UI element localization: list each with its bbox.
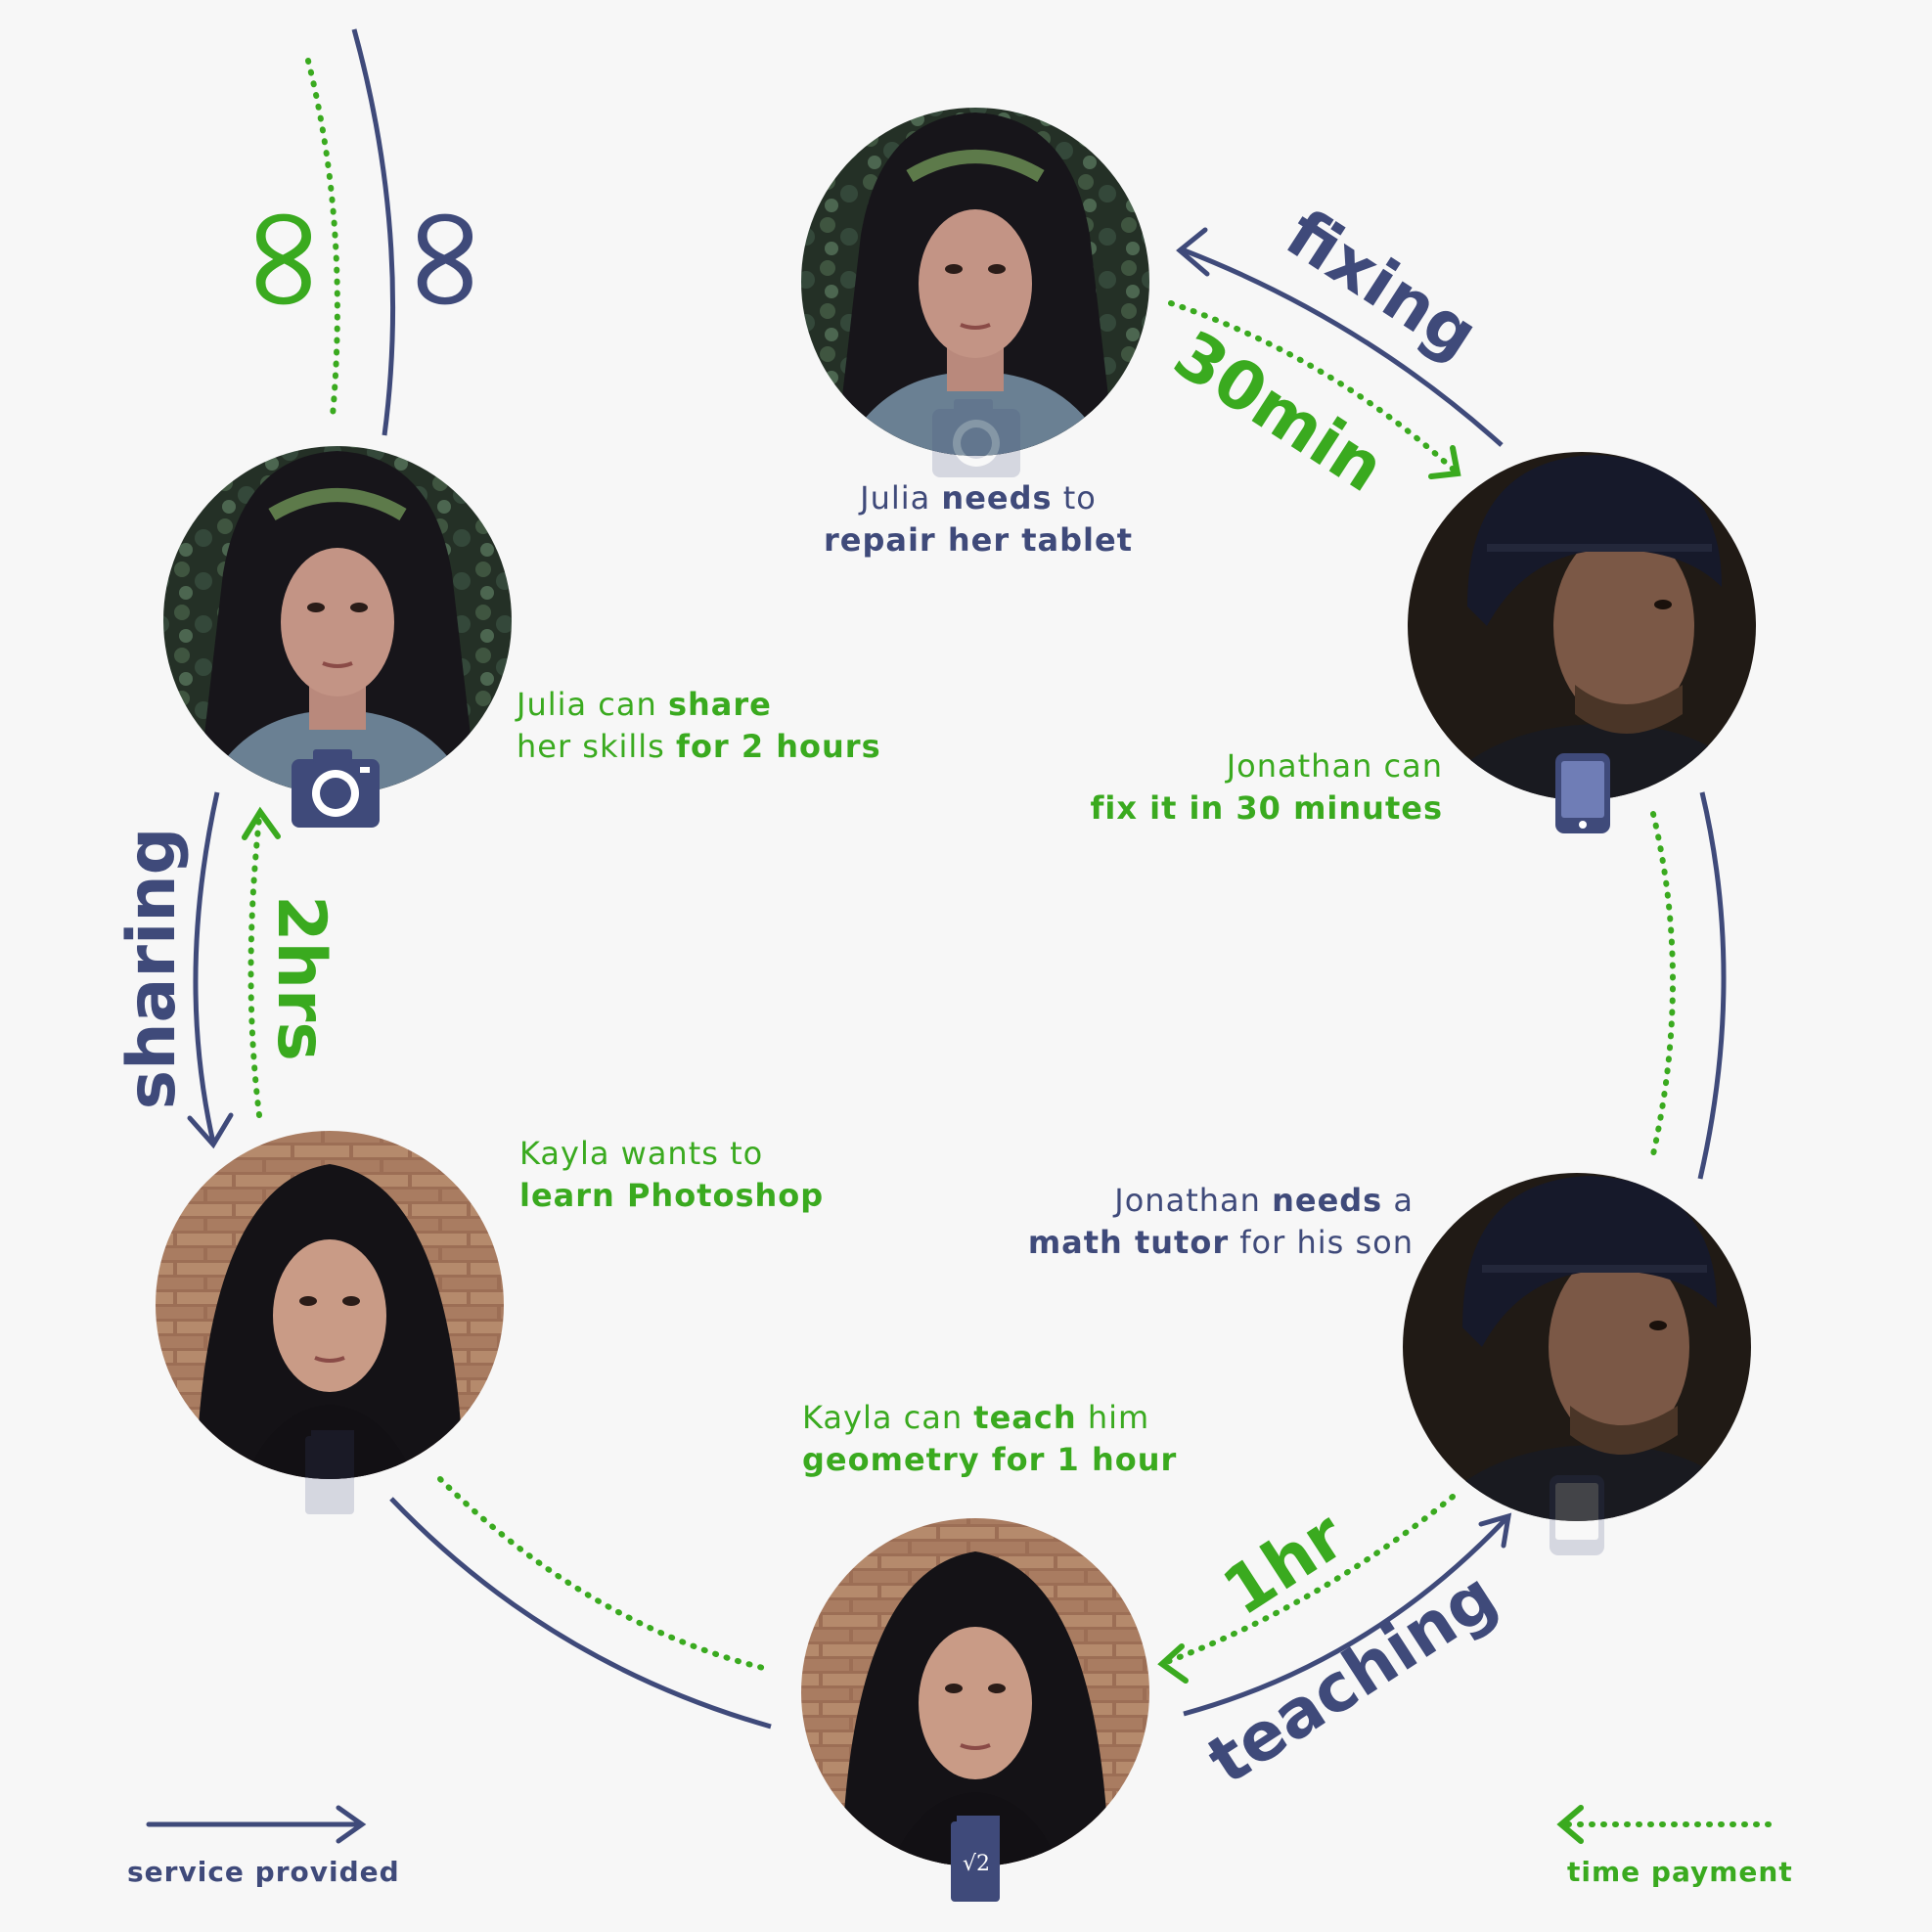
arrowhead-30min [1428,445,1461,479]
legend-service-label: service provided [127,1856,400,1888]
tablet-icon [1555,753,1610,833]
payment-arc-bottom-left [437,1476,766,1671]
kayla-teach-task: geometry for 1 hour [802,1441,1178,1478]
camera-icon [292,749,380,828]
service-arc-teaching [1183,1516,1508,1717]
kayla-wants-name: Kayla wants to [519,1135,764,1172]
arrowhead-sharing [187,1112,234,1149]
jonathan-photo-low [1403,1173,1751,1521]
math-book-icon [305,1430,354,1514]
arrowhead-1hr [1157,1643,1189,1684]
30min-label: 30min [1160,316,1397,507]
svg-text:√2: √2 [963,1852,990,1876]
payment-arc-30min [1168,300,1459,474]
kayla-teach-verb: teach [973,1399,1077,1436]
service-arc-right [1697,791,1727,1180]
julia-needs-task: repair her tablet [823,521,1134,559]
jonathan-needs-task: math tutor [1027,1224,1230,1261]
math-book-icon: √2 [951,1816,1000,1902]
service-arc-fixing [1181,247,1504,447]
infinity-navy-label: ∞ [366,199,536,321]
camera-icon [932,399,1020,477]
service-arc-infinity [351,28,396,436]
jonathan-needs-a: a [1382,1182,1414,1219]
julia-share-verb: share [667,686,772,723]
arrowhead-fixing [1176,227,1210,277]
julia-needs-to: to [1052,479,1097,517]
payment-arc-2hrs [247,815,262,1118]
caption-julia-needs: Julia needs to repair her tablet [802,477,1154,562]
jonathan-needs-for: for his son [1229,1224,1414,1261]
caption-kayla-wants: Kayla wants to learn Photoshop [519,1133,824,1217]
kayla-teach-him: him [1076,1399,1150,1436]
service-arc-bottom-left [389,1497,772,1730]
jonathan-fix-name: Jonathan can [1226,747,1443,785]
julia-share-skills: her skills [517,728,677,765]
caption-jonathan-needs: Jonathan needs a math tutor for his son [978,1180,1414,1264]
legend-time-label: time payment [1567,1856,1793,1888]
julia-photo-left [163,446,512,794]
payment-arc-1hr [1161,1494,1456,1666]
julia-share-name: Julia can [517,686,668,723]
caption-kayla-teach: Kayla can teach him geometry for 1 hour [802,1397,1177,1481]
julia-needs-name: Julia [860,479,942,517]
infinity-green-label: ∞ [204,199,375,321]
julia-photo-top [801,108,1149,456]
jonathan-needs-verb: needs [1272,1182,1383,1219]
arrowhead-teaching [1478,1512,1512,1549]
tablet-icon [1550,1475,1604,1555]
kayla-photo-left [156,1131,504,1479]
service-arc-sharing [193,791,220,1144]
kayla-wants-task: learn Photoshop [519,1177,825,1214]
fixing-label: fixing [1273,196,1491,375]
kayla-photo-bottom [801,1518,1149,1866]
caption-julia-share: Julia can share her skills for 2 hours [517,684,881,768]
caption-jonathan-fix: Jonathan can fix it in 30 minutes [1056,745,1443,830]
1hr-label: 1hr [1210,1498,1359,1632]
payment-arc-infinity [305,58,340,419]
sharing-label: sharing [113,828,191,1110]
arrowhead-2hrs [242,806,281,840]
jonathan-photo-right [1408,452,1756,800]
legend-time-arrowhead [1556,1805,1584,1844]
2hrs-label: 2hrs [262,895,339,1061]
kayla-teach-name: Kayla can [802,1399,974,1436]
legend-service-arrow [146,1805,367,1844]
jonathan-needs-name: Jonathan [1114,1182,1273,1219]
payment-arc-right [1650,811,1676,1157]
jonathan-fix-task: fix it in 30 minutes [1090,789,1443,827]
julia-share-duration: for 2 hours [676,728,881,765]
julia-needs-verb: needs [941,479,1053,517]
